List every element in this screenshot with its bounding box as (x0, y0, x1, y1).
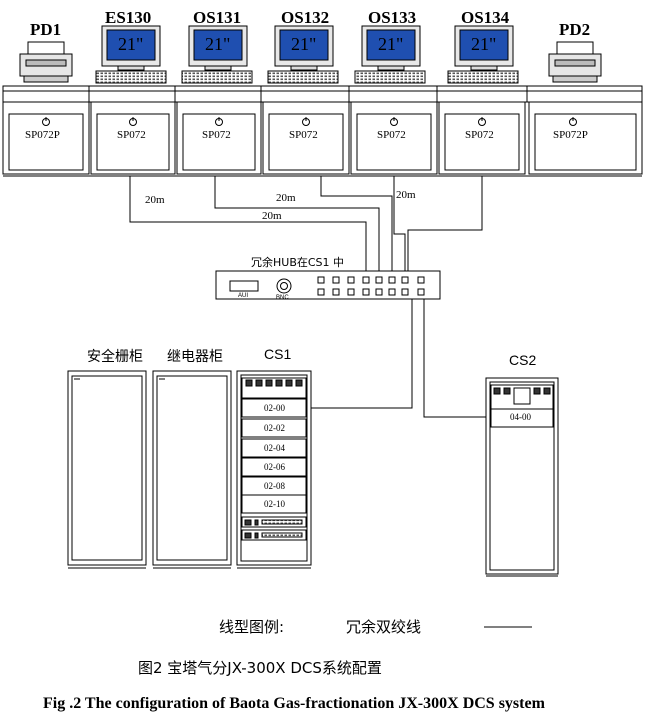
es130-console-label: SP072 (117, 129, 146, 141)
relay-cabinet (152, 370, 232, 569)
cs1-slot-frame-0 (241, 398, 307, 418)
console-os132 (262, 101, 350, 175)
monitors (95, 25, 519, 84)
es130-title: ES130 (105, 8, 152, 27)
caption-chinese: 图2 宝塔气分JX-300X DCS系统配置 (138, 659, 382, 677)
cs1-slot: 02-06 (264, 462, 285, 472)
cable-os134 (407, 176, 483, 288)
monitor-os134 (447, 25, 519, 84)
printer-pd1-icon (19, 41, 73, 83)
printer-pd2-icon (548, 41, 602, 83)
os131-console-label: SP072 (202, 129, 231, 141)
pd2-console-label: SP072P (553, 129, 588, 141)
cable-es130 (129, 176, 367, 288)
monitor-os132 (267, 25, 339, 84)
hub-aui-label: AUI (238, 293, 249, 299)
cs1-slot-frame-5 (241, 494, 307, 514)
cs2-slot-frame-0 (490, 408, 554, 428)
console-top-band (2, 85, 643, 103)
cs1-slot: 02-04 (264, 443, 285, 453)
monitor-os131 (181, 25, 253, 84)
console-os133 (350, 101, 438, 175)
safety-cabinet-title: 安全栅柜 (87, 349, 143, 365)
es130-screen-size: 21" (118, 34, 144, 54)
cs1-title: CS1 (264, 346, 292, 362)
relay-cabinet-title: 继电器柜 (167, 349, 223, 365)
console-pd1 (2, 101, 90, 175)
cable-length-label: 20m (262, 210, 282, 222)
printers (19, 41, 602, 83)
cable-os133 (393, 176, 406, 288)
console-pd2 (528, 101, 643, 175)
cable-length-label: 20m (396, 189, 416, 201)
os134-console-label: SP072 (465, 129, 494, 141)
cable-os131 (214, 176, 380, 288)
redundant-hub (215, 270, 441, 300)
cable-hub-cs1 (298, 298, 413, 409)
os131-screen-size: 21" (205, 34, 231, 54)
cs1-slot: 02-08 (264, 481, 285, 491)
hub-title: 冗余HUB在CS1 中 (251, 256, 345, 269)
caption-english: Fig .2 The configuration of Baota Gas-fr… (43, 695, 545, 712)
safety-barrier-cabinet (67, 370, 147, 569)
os131-title: OS131 (193, 8, 242, 27)
cs1-slot-frame-3 (241, 457, 307, 477)
cs1-slot: 02-10 (264, 499, 285, 509)
cs1-cabinet (236, 370, 312, 569)
pd1-title: PD1 (30, 20, 62, 39)
cs1-slot: 02-02 (264, 423, 285, 433)
os134-screen-size: 21" (471, 34, 497, 54)
hub-ports (317, 276, 425, 296)
legend-item-label: 冗余双绞线 (346, 618, 422, 636)
pd2-title: PD2 (559, 20, 591, 39)
os134-title: OS134 (461, 8, 510, 27)
os132-title: OS132 (281, 8, 330, 27)
cable-hub-cs2 (423, 298, 486, 418)
monitor-os133 (354, 25, 426, 84)
legend-title: 线型图例: (219, 618, 285, 636)
os133-console-label: SP072 (377, 129, 406, 141)
monitor-es130 (95, 25, 167, 84)
cable-os132 (320, 176, 393, 288)
pd1-console-label: SP072P (25, 129, 60, 141)
console-es130 (90, 101, 176, 175)
console-os131 (176, 101, 262, 175)
cable-length-label: 20m (276, 192, 296, 204)
cable-length-label: 20m (145, 194, 165, 206)
cs1-slot: 02-00 (264, 403, 285, 413)
os132-screen-size: 21" (291, 34, 317, 54)
os133-title: OS133 (368, 8, 417, 27)
cs1-slot-frame-1 (241, 418, 307, 438)
cables (129, 176, 486, 418)
cs2-slot: 04-00 (510, 412, 531, 422)
cs1-slot-frame-2 (241, 438, 307, 458)
cs2-title: CS2 (509, 352, 537, 368)
hub-bnc-label: BNC (276, 295, 289, 301)
os132-console-label: SP072 (289, 129, 318, 141)
cs2-cabinet (485, 377, 559, 577)
console-row (2, 85, 643, 177)
os133-screen-size: 21" (378, 34, 404, 54)
console-os134 (438, 101, 526, 175)
